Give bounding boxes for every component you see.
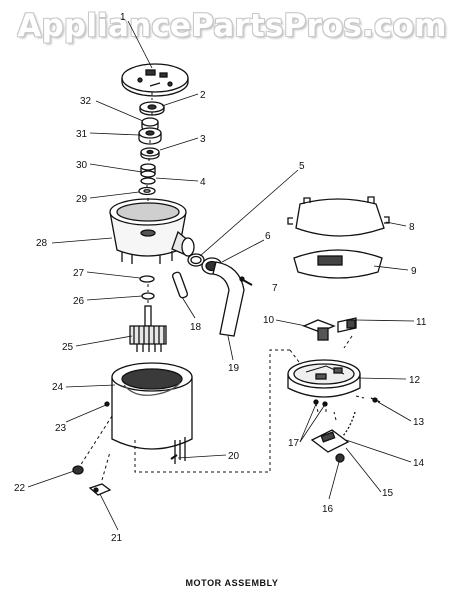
part-11-clip (337, 317, 357, 333)
callout-5: 5 (299, 161, 305, 172)
part-18-pin (171, 271, 189, 299)
callout-19: 19 (228, 363, 240, 374)
part-14-wire (342, 411, 356, 437)
callout-20: 20 (228, 451, 240, 462)
part-9-plate (293, 249, 383, 279)
part-26-washer (141, 292, 155, 300)
callout-23: 23 (55, 423, 67, 434)
callout-10: 10 (263, 315, 275, 326)
callout-17: 17 (288, 438, 300, 449)
part-21-switch (88, 483, 112, 496)
callout-28: 28 (36, 238, 48, 249)
part-3-washer (140, 147, 160, 160)
callout-14: 14 (413, 458, 425, 469)
part-4-spacer (140, 177, 156, 185)
callout-6: 6 (265, 231, 271, 242)
callout-29: 29 (76, 194, 88, 205)
assembly-guide-lines (79, 92, 365, 481)
callout-4: 4 (200, 177, 206, 188)
callout-1: 1 (120, 12, 126, 23)
diagram-caption: MOTOR ASSEMBLY (185, 578, 279, 588)
callout-13: 13 (413, 417, 425, 428)
part-15-switch (310, 429, 350, 453)
callout-2: 2 (200, 90, 206, 101)
callout-31: 31 (76, 129, 88, 140)
callout-9: 9 (411, 266, 417, 277)
callout-26: 26 (73, 296, 85, 307)
callout-7: 7 (272, 283, 278, 294)
part-5-clamp (187, 253, 205, 267)
part-1-plate (121, 63, 189, 97)
part-10-bracket (302, 319, 336, 341)
callout-24: 24 (52, 382, 64, 393)
callout-16: 16 (322, 504, 334, 515)
callout-12: 12 (409, 375, 421, 386)
callout-leader-lines (27, 20, 415, 531)
part-8-gasket (287, 196, 390, 237)
callout-21: 21 (111, 533, 123, 544)
callout-8: 8 (409, 222, 415, 233)
part-28-housing (109, 198, 195, 264)
part-24-stator (111, 362, 193, 464)
part-13-screw (370, 397, 381, 403)
part-25-rotor (129, 305, 167, 352)
part-27-ring (139, 275, 155, 283)
callout-numbers: 1 2 3 4 5 6 7 8 9 10 11 12 13 14 15 16 1… (14, 12, 427, 544)
watermark-logo: AppliancePartsPros.com (17, 8, 447, 44)
part-16-knob (335, 453, 345, 463)
callout-22: 22 (14, 483, 26, 494)
part-30-seal (140, 163, 156, 178)
callout-27: 27 (73, 268, 85, 279)
callout-25: 25 (62, 342, 74, 353)
callout-3: 3 (200, 134, 206, 145)
callout-11: 11 (416, 317, 427, 328)
callout-32: 32 (80, 96, 92, 107)
callout-30: 30 (76, 160, 88, 171)
part-19-drain-tube (212, 261, 245, 337)
callout-18: 18 (190, 322, 202, 333)
part-7-screw (239, 276, 253, 286)
part-20-screw (170, 454, 178, 460)
part-22-grommet (72, 465, 84, 475)
callout-15: 15 (382, 488, 394, 499)
part-29-washer (138, 186, 156, 196)
part-12-base-cover (287, 359, 361, 398)
part-31-bearing (138, 127, 162, 145)
